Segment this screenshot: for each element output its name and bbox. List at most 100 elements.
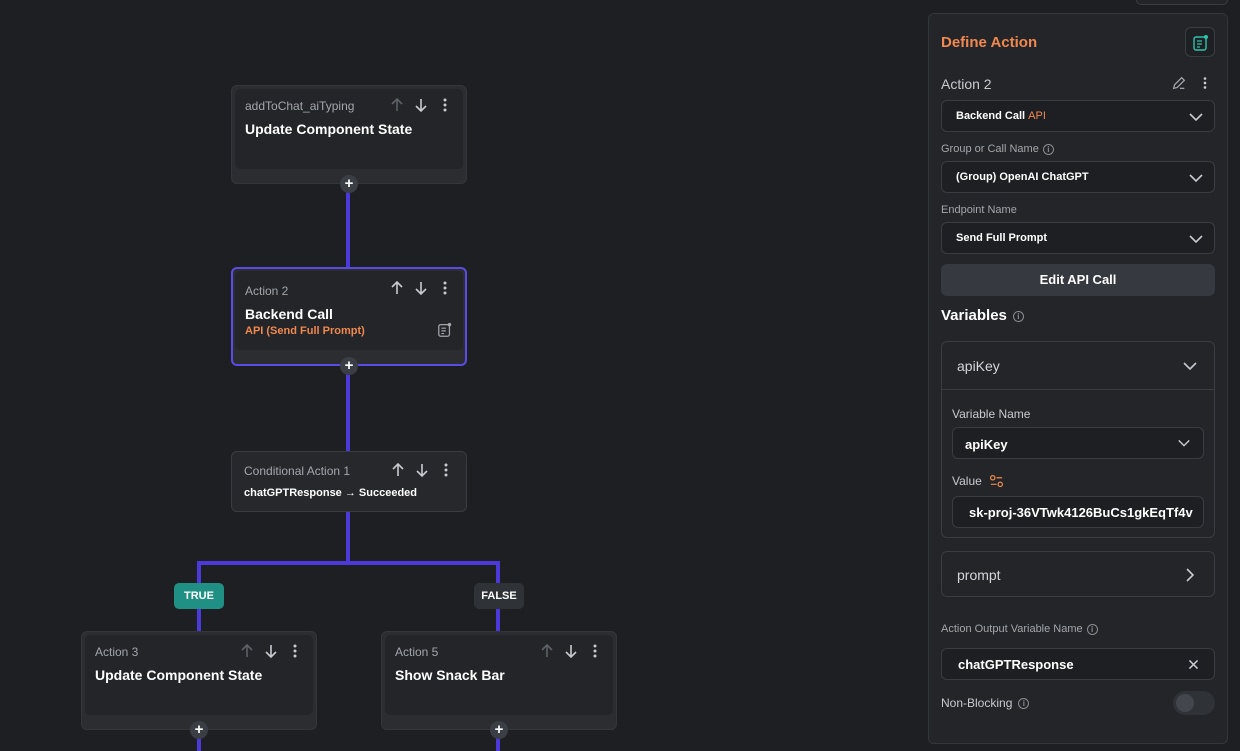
info-icon[interactable]: i xyxy=(1086,623,1098,635)
node-body xyxy=(85,635,313,715)
node-controls xyxy=(388,96,454,114)
node-api-detail: API (Send Full Prompt) xyxy=(245,325,365,337)
variable-binding-icon[interactable] xyxy=(989,474,1004,489)
node-body xyxy=(235,89,463,169)
node-subtitle: Action 2 xyxy=(245,284,289,298)
endpoint-label: Endpoint Name xyxy=(941,204,1017,216)
more-vert-icon[interactable] xyxy=(437,461,455,479)
output-variable-input[interactable]: chatGPTResponse xyxy=(941,648,1215,680)
node-subtitle: Action 5 xyxy=(395,645,439,659)
variable-name-dropdown[interactable]: apiKey xyxy=(952,427,1204,459)
node-controls xyxy=(238,642,304,660)
action-node-update-component-state[interactable]: addToChat_aiTyping Update Component Stat… xyxy=(231,85,467,184)
edit-icon[interactable] xyxy=(1171,75,1187,91)
action-node-update-component-state-3[interactable]: Action 3 Update Component State xyxy=(81,631,317,730)
add-action-button[interactable]: + xyxy=(190,721,208,739)
node-body xyxy=(385,635,613,715)
node-body xyxy=(235,271,463,350)
action-type-dropdown[interactable]: Backend Call API xyxy=(941,100,1215,132)
action-node-show-snack-bar[interactable]: Action 5 Show Snack Bar xyxy=(381,631,617,730)
variable-name-label: Variable Name xyxy=(952,407,1031,421)
endpoint-dropdown[interactable]: Send Full Prompt xyxy=(941,222,1215,254)
non-blocking-text: Non-Blocking xyxy=(941,696,1013,710)
move-down-icon[interactable] xyxy=(562,642,580,660)
top-toolbar-button[interactable] xyxy=(1136,0,1228,5)
define-action-panel: Define Action Action 2 Backend Call API … xyxy=(928,13,1228,744)
true-branch-badge: TRUE xyxy=(174,583,224,609)
node-subtitle: Action 3 xyxy=(95,645,139,659)
node-subtitle: Conditional Action 1 xyxy=(244,464,351,478)
action-node-backend-call[interactable]: Action 2 Backend Call API (Send Full Pro… xyxy=(231,267,467,366)
action-type-value: Backend Call API xyxy=(956,110,1046,122)
node-controls xyxy=(389,461,455,479)
move-up-icon[interactable] xyxy=(538,642,556,660)
connector-line xyxy=(197,561,500,565)
node-controls xyxy=(538,642,604,660)
variable-name-value: apiKey xyxy=(965,437,1008,452)
node-title: Backend Call xyxy=(245,306,333,322)
chevron-down-icon xyxy=(1189,113,1203,122)
variable-card-apikey: apiKey Variable Name apiKey Value sk-pro… xyxy=(941,341,1215,538)
value-label: Value xyxy=(952,474,982,488)
chevron-down-icon xyxy=(1189,174,1203,183)
action-type-label: Backend Call xyxy=(956,110,1026,122)
more-vert-icon[interactable] xyxy=(586,642,604,660)
move-down-icon[interactable] xyxy=(412,279,430,297)
edit-api-call-button[interactable]: Edit API Call xyxy=(941,264,1215,296)
variable-name: apiKey xyxy=(957,358,1000,374)
action-flow-canvas[interactable]: addToChat_aiTyping Update Component Stat… xyxy=(0,0,928,751)
add-action-button[interactable]: + xyxy=(490,721,508,739)
node-title: Update Component State xyxy=(95,667,263,683)
close-icon[interactable] xyxy=(1187,658,1200,671)
conditional-action-node[interactable]: Conditional Action 1 chatGPTResponse → S… xyxy=(231,451,467,512)
action-type-tag: API xyxy=(1028,110,1046,122)
notes-icon xyxy=(1193,35,1208,51)
chevron-down-icon xyxy=(1183,362,1197,371)
connector-line xyxy=(346,190,350,268)
output-value: chatGPTResponse xyxy=(958,657,1074,672)
info-icon[interactable]: i xyxy=(1012,310,1024,322)
output-label-text: Action Output Variable Name xyxy=(941,623,1083,635)
group-dropdown[interactable]: (Group) OpenAI ChatGPT xyxy=(941,161,1215,193)
add-action-button[interactable]: + xyxy=(340,357,358,375)
move-up-icon[interactable] xyxy=(388,279,406,297)
connector-line xyxy=(496,736,500,751)
move-up-icon[interactable] xyxy=(388,96,406,114)
condition-text: chatGPTResponse → Succeeded xyxy=(244,487,417,499)
chevron-right-icon xyxy=(1186,568,1195,582)
notes-button[interactable] xyxy=(1185,27,1215,57)
endpoint-value: Send Full Prompt xyxy=(956,232,1048,244)
non-blocking-label: Non-Blocking i xyxy=(941,696,1030,710)
info-icon[interactable]: i xyxy=(1042,143,1054,155)
variable-card-prompt[interactable]: prompt xyxy=(941,551,1215,597)
value-input[interactable]: sk-proj-36VTwk4126BuCs1gkEqTf4v xyxy=(952,496,1204,528)
more-vert-icon[interactable] xyxy=(1197,75,1213,91)
connector-line xyxy=(197,736,201,751)
more-vert-icon[interactable] xyxy=(436,96,454,114)
node-title: Show Snack Bar xyxy=(395,667,505,683)
node-controls xyxy=(388,279,454,297)
group-value: (Group) OpenAI ChatGPT xyxy=(956,171,1089,183)
connector-line xyxy=(346,511,350,565)
non-blocking-toggle[interactable] xyxy=(1173,691,1215,715)
group-label-text: Group or Call Name xyxy=(941,143,1039,155)
add-action-button[interactable]: + xyxy=(340,175,358,193)
toggle-knob xyxy=(1176,694,1194,712)
value-text: sk-proj-36VTwk4126BuCs1gkEqTf4v xyxy=(969,505,1193,520)
more-vert-icon[interactable] xyxy=(436,279,454,297)
notes-icon[interactable] xyxy=(437,322,453,338)
variable-name: prompt xyxy=(957,567,1001,583)
move-up-icon[interactable] xyxy=(389,461,407,479)
info-icon[interactable]: i xyxy=(1018,698,1030,710)
variable-header[interactable]: apiKey xyxy=(942,342,1214,390)
move-down-icon[interactable] xyxy=(262,642,280,660)
connector-line xyxy=(346,372,350,452)
more-vert-icon[interactable] xyxy=(286,642,304,660)
move-down-icon[interactable] xyxy=(413,461,431,479)
panel-title: Define Action xyxy=(941,34,1038,51)
move-down-icon[interactable] xyxy=(412,96,430,114)
move-up-icon[interactable] xyxy=(238,642,256,660)
action-name: Action 2 xyxy=(941,76,992,92)
